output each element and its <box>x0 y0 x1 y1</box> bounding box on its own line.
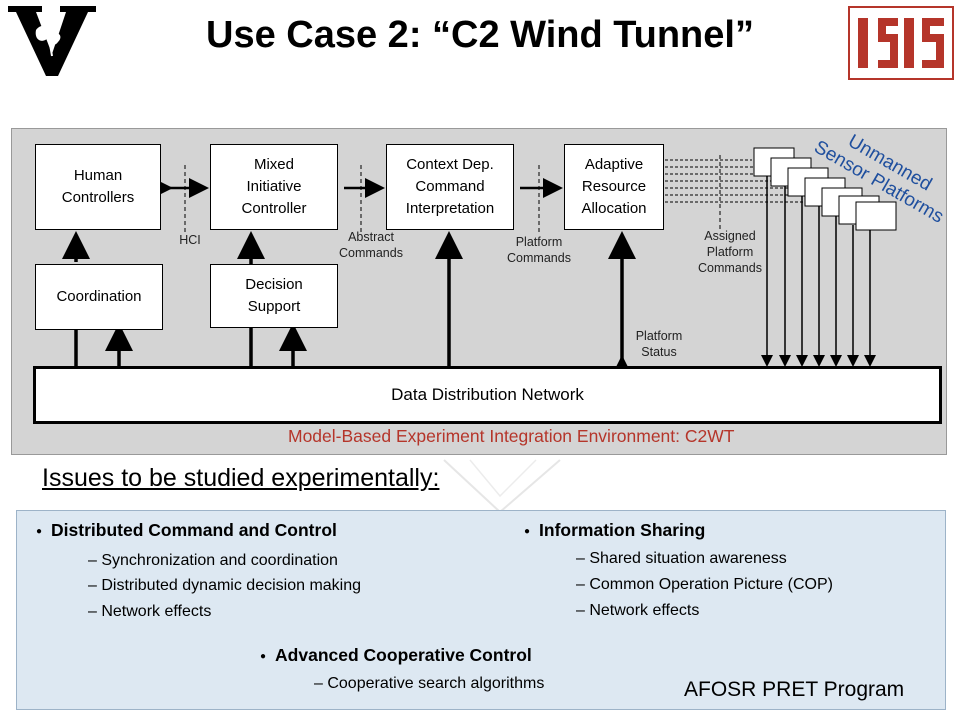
info-heading-text: Information Sharing <box>539 520 706 540</box>
platform-status-label: Platform Status <box>635 329 683 359</box>
abstract-commands-label: Abstract Commands <box>339 230 403 260</box>
decision-support-box: Decision Support <box>210 264 338 328</box>
dcc-item: – Network effects <box>88 603 212 620</box>
info-item: – Common Operation Picture (COP) <box>576 576 833 593</box>
human-controllers-box: Human Controllers <box>35 144 161 230</box>
context-dep-command-box: Context Dep. Command Interpretation <box>386 144 514 230</box>
bullet-dot: ● <box>36 525 43 537</box>
mixed-initiative-controller-box: Mixed Initiative Controller <box>210 144 338 230</box>
data-distribution-network-box: Data Distribution Network <box>33 366 942 424</box>
coordination-box: Coordination <box>35 264 163 330</box>
adaptive-resource-allocation-box: Adaptive Resource Allocation <box>564 144 664 230</box>
hci-label: HCI <box>179 233 201 247</box>
bullet-dot: ● <box>524 525 531 537</box>
coop-item: – Cooperative search algorithms <box>314 675 545 692</box>
environment-caption: Model-Based Experiment Integration Envir… <box>288 426 735 446</box>
bullet-dot: ● <box>260 650 267 662</box>
footer-program: AFOSR PRET Program <box>684 678 905 701</box>
vanderbilt-logo <box>6 4 98 78</box>
dcc-item: – Synchronization and coordination <box>88 552 338 569</box>
issues-panel <box>16 510 946 710</box>
issues-heading: Issues to be studied experimentally: <box>42 464 440 492</box>
info-heading: ● Information Sharing <box>524 520 705 541</box>
coop-heading: ● Advanced Cooperative Control <box>260 645 532 666</box>
info-item: – Network effects <box>576 602 700 619</box>
dcc-heading: ● Distributed Command and Control <box>36 520 337 541</box>
coop-heading-text: Advanced Cooperative Control <box>275 645 532 665</box>
assigned-platform-commands-label: Assigned Platform Commands <box>698 229 762 275</box>
platform-commands-label: Platform Commands <box>507 235 571 265</box>
watermark-v <box>443 459 561 514</box>
isis-logo <box>848 6 954 80</box>
dcc-item: – Distributed dynamic decision making <box>88 577 362 594</box>
info-item: – Shared situation awareness <box>576 550 787 567</box>
dcc-heading-text: Distributed Command and Control <box>51 520 337 540</box>
page-title: Use Case 2: “C2 Wind Tunnel” <box>206 14 754 56</box>
